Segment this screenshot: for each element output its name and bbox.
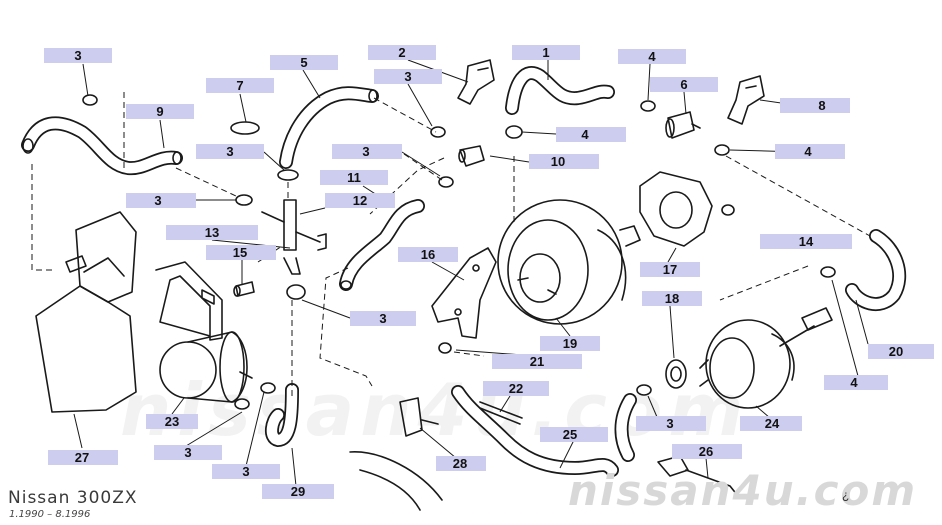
callout-label: 21 — [492, 354, 582, 369]
model-years: 1.1990 – 8.1996 — [9, 509, 91, 520]
svg-text:16: 16 — [421, 247, 435, 262]
svg-text:11: 11 — [347, 170, 361, 185]
callout-label: 15 — [206, 245, 276, 260]
svg-text:28: 28 — [453, 456, 467, 471]
svg-text:2: 2 — [398, 45, 405, 60]
callout-label: 19 — [540, 336, 600, 351]
callout-label: 6 — [650, 77, 718, 92]
callout-label: 10 — [529, 154, 599, 169]
callout-label: 3 — [154, 445, 222, 460]
callout-label: 3 — [212, 464, 280, 479]
svg-text:4: 4 — [581, 127, 589, 142]
svg-text:8: 8 — [818, 98, 825, 113]
svg-text:5: 5 — [300, 55, 307, 70]
svg-text:4: 4 — [850, 375, 858, 390]
svg-text:19: 19 — [563, 336, 577, 351]
callout-label: 26 — [672, 444, 742, 459]
svg-text:26: 26 — [699, 444, 713, 459]
callout-label: 3 — [196, 144, 264, 159]
callout-label: 2 — [368, 45, 436, 60]
callout-label: 11 — [320, 170, 388, 185]
callout-label: 8 — [780, 98, 850, 113]
callout-label: 4 — [556, 127, 626, 142]
svg-text:12: 12 — [353, 193, 367, 208]
svg-text:10: 10 — [551, 154, 565, 169]
callout-label: 20 — [868, 344, 934, 359]
callout-label: 13 — [166, 225, 258, 240]
svg-text:22: 22 — [509, 381, 523, 396]
callout-label: 4 — [618, 49, 686, 64]
svg-text:13: 13 — [205, 225, 219, 240]
callout-label: 1 — [512, 45, 580, 60]
svg-text:9: 9 — [156, 104, 163, 119]
callout-label: 3 — [332, 144, 402, 159]
callout-labels: 3 9 7 5 2 3 1 4 6 8 4 3 3 10 4 11 3 12 1… — [44, 45, 934, 499]
callout-label: 7 — [206, 78, 274, 93]
callout-label: 3 — [350, 311, 416, 326]
callout-label: 4 — [824, 375, 888, 390]
logo-mark: ¿ — [842, 488, 850, 502]
callout-label: 22 — [483, 381, 549, 396]
routing-dashed-lines — [31, 92, 871, 396]
svg-text:23: 23 — [165, 414, 179, 429]
svg-text:21: 21 — [530, 354, 544, 369]
callout-label: 4 — [775, 144, 845, 159]
callout-label: 23 — [146, 414, 198, 429]
callout-label: 3 — [374, 69, 442, 84]
svg-text:4: 4 — [804, 144, 812, 159]
callout-label: 29 — [262, 484, 334, 499]
svg-text:14: 14 — [799, 234, 814, 249]
svg-text:3: 3 — [379, 311, 386, 326]
callout-label: 3 — [126, 193, 196, 208]
parts-drawing — [21, 59, 907, 511]
model-title: Nissan 300ZX — [8, 488, 138, 508]
svg-text:25: 25 — [563, 427, 577, 442]
callout-label: 9 — [126, 104, 194, 119]
svg-text:15: 15 — [233, 245, 247, 260]
svg-text:3: 3 — [226, 144, 233, 159]
svg-text:20: 20 — [889, 344, 903, 359]
svg-text:24: 24 — [765, 416, 780, 431]
callout-label: 25 — [540, 427, 608, 442]
svg-text:3: 3 — [362, 144, 369, 159]
leader-lines — [73, 59, 869, 487]
clamp-shapes — [82, 94, 836, 410]
callout-label: 5 — [270, 55, 338, 70]
svg-text:3: 3 — [666, 416, 673, 431]
svg-text:1: 1 — [542, 45, 549, 60]
svg-text:27: 27 — [75, 450, 89, 465]
callout-label: 3 — [636, 416, 706, 431]
callout-label: 24 — [740, 416, 802, 431]
callout-label: 28 — [436, 456, 486, 471]
svg-text:3: 3 — [184, 445, 191, 460]
callout-label: 18 — [642, 291, 702, 306]
svg-text:3: 3 — [154, 193, 161, 208]
callout-label: 16 — [398, 247, 458, 262]
svg-text:3: 3 — [404, 69, 411, 84]
callout-label: 3 — [44, 48, 112, 63]
callout-label: 14 — [760, 234, 852, 249]
svg-text:17: 17 — [663, 262, 677, 277]
svg-text:18: 18 — [665, 291, 679, 306]
svg-text:6: 6 — [680, 77, 687, 92]
svg-text:3: 3 — [242, 464, 249, 479]
callout-label: 12 — [325, 193, 395, 208]
svg-text:3: 3 — [74, 48, 81, 63]
callout-label: 27 — [48, 450, 118, 465]
site-logo: nissan4u.com — [568, 466, 918, 515]
svg-text:29: 29 — [291, 484, 305, 499]
svg-text:7: 7 — [236, 78, 243, 93]
callout-label: 17 — [640, 262, 700, 277]
svg-text:4: 4 — [648, 49, 656, 64]
